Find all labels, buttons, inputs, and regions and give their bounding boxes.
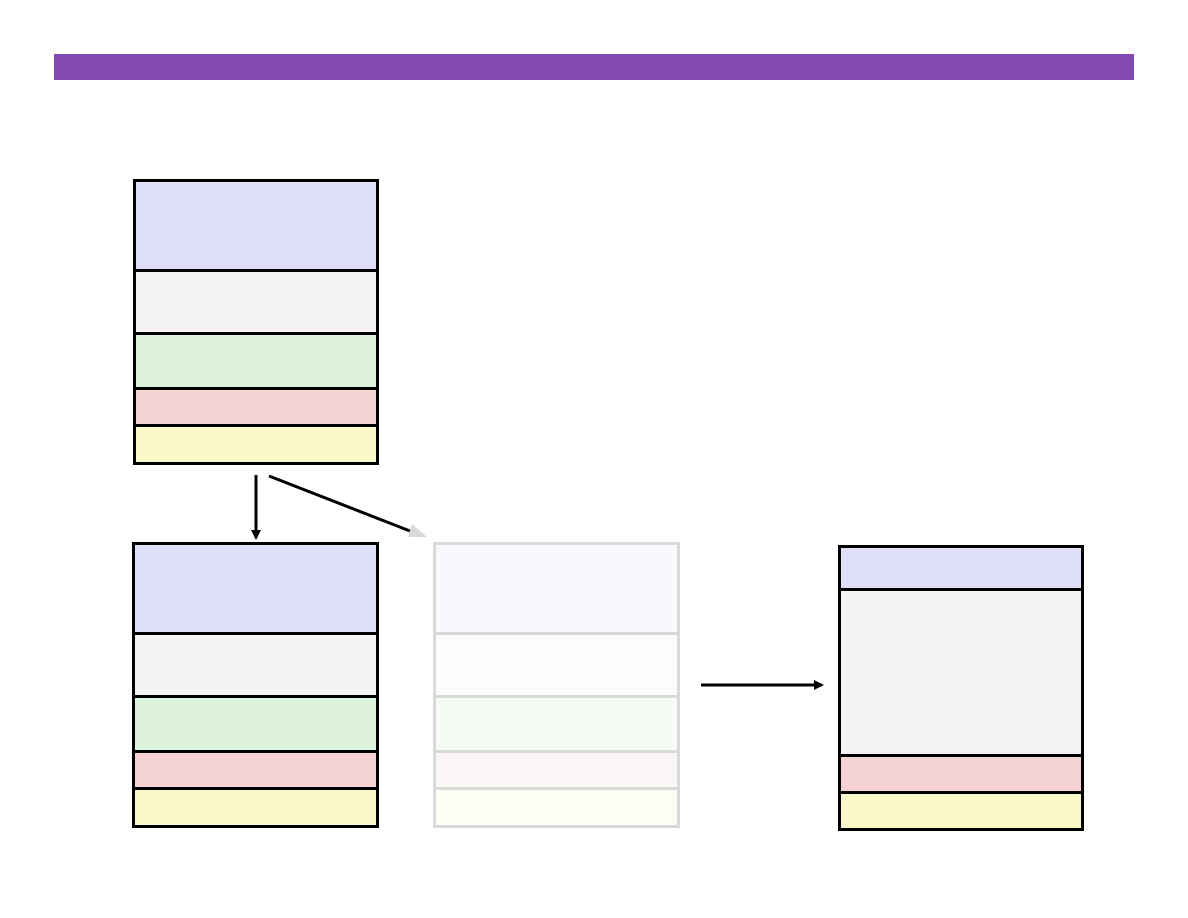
- stack-a-segment-green: [136, 334, 376, 390]
- stack-a-segment-red: [136, 389, 376, 427]
- stack-d-segment-blue: [841, 548, 1081, 592]
- stack-a-segment-blue: [136, 182, 376, 273]
- stack-b-segment-yellow: [135, 789, 376, 825]
- stack-c-segment-yellow: [436, 789, 677, 825]
- source-stack: [133, 179, 379, 465]
- stack-d-segment-red: [841, 757, 1081, 794]
- stack-a-segment-gray: [136, 272, 376, 335]
- stack-c-segment-gray: [436, 635, 677, 698]
- stack-a-segment-yellow: [136, 426, 376, 462]
- stack-c-segment-green: [436, 697, 677, 753]
- copied-stack: [132, 542, 379, 828]
- stack-b-segment-blue: [135, 545, 376, 636]
- title-bar: [54, 54, 1134, 80]
- stack-b-segment-green: [135, 697, 376, 753]
- stack-c-segment-blue: [436, 545, 677, 636]
- faded-stack: [433, 542, 680, 828]
- diagonal-arrow: [268, 474, 411, 533]
- stack-d-segment-gray: [841, 591, 1081, 758]
- stack-d-segment-yellow: [841, 793, 1081, 828]
- result-stack: [838, 545, 1084, 831]
- diagonal-arrow-head: [408, 524, 427, 537]
- stack-c-segment-red: [436, 752, 677, 790]
- stack-b-segment-gray: [135, 635, 376, 698]
- stack-b-segment-red: [135, 752, 376, 790]
